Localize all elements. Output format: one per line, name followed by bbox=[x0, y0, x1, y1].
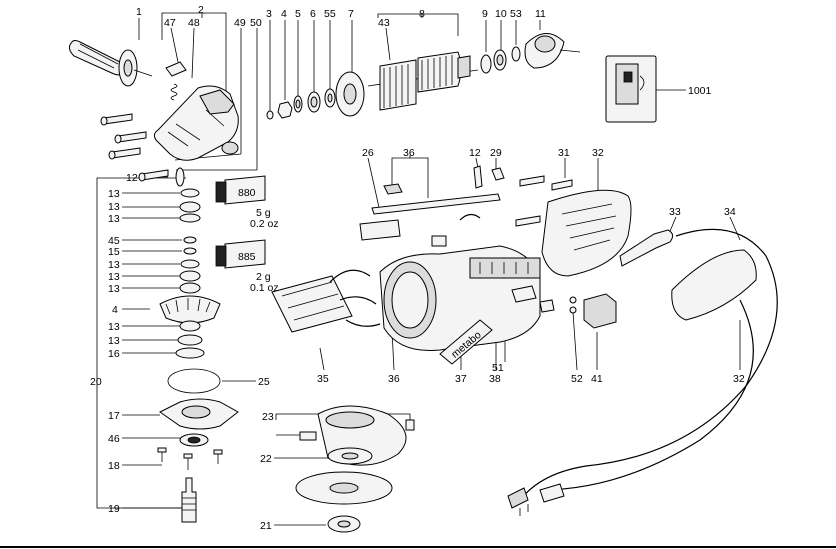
grease-tube-885-amount-g: 2 g bbox=[256, 271, 271, 283]
label-49: 49 bbox=[234, 17, 246, 29]
label-19: 19 bbox=[108, 503, 120, 515]
lock-plate bbox=[165, 61, 187, 101]
label-55: 55 bbox=[324, 8, 336, 20]
label-13-h: 13 bbox=[108, 335, 120, 347]
gear-stack bbox=[159, 167, 221, 394]
label-1001: 1001 bbox=[688, 85, 712, 97]
label-13-b: 13 bbox=[108, 201, 120, 213]
label-12-mid: 12 bbox=[469, 147, 481, 159]
guard-and-disc bbox=[295, 405, 415, 533]
label-38: 38 bbox=[489, 373, 501, 385]
label-53: 53 bbox=[510, 8, 522, 20]
brand-plate bbox=[439, 319, 493, 365]
label-18: 18 bbox=[108, 460, 120, 472]
rear-cover bbox=[541, 189, 632, 277]
label-6: 6 bbox=[310, 8, 316, 20]
label-36-bottom: 36 bbox=[388, 373, 400, 385]
label-4: 4 bbox=[281, 8, 287, 20]
label-17: 17 bbox=[108, 410, 120, 422]
bearing-parts-row bbox=[266, 71, 365, 120]
label-13-d: 13 bbox=[108, 259, 120, 271]
label-4-bevel: 4 bbox=[112, 304, 118, 316]
grease-tube-885-label: 885 bbox=[238, 251, 256, 263]
motor-housing bbox=[379, 245, 541, 352]
electrical-parts bbox=[511, 285, 617, 329]
label-32-top: 32 bbox=[592, 147, 604, 159]
armature bbox=[367, 33, 581, 111]
carbon-brush-inset bbox=[605, 55, 657, 123]
label-22: 22 bbox=[260, 453, 272, 465]
label-34: 34 bbox=[724, 206, 736, 218]
label-41: 41 bbox=[591, 373, 603, 385]
part-number-labels: 1 2 47 48 49 50 3 4 5 6 55 7 8 43 9 10 5… bbox=[90, 4, 745, 532]
cable-and-cover bbox=[507, 228, 778, 516]
label-31: 31 bbox=[558, 147, 570, 159]
field-winding bbox=[271, 269, 381, 333]
label-13-e: 13 bbox=[108, 271, 120, 283]
grease-tube-880 bbox=[215, 175, 266, 205]
label-15: 15 bbox=[108, 246, 120, 258]
label-7: 7 bbox=[348, 8, 354, 20]
label-11: 11 bbox=[535, 8, 546, 20]
flange-and-spindle bbox=[157, 398, 239, 523]
label-1: 1 bbox=[136, 6, 142, 18]
label-25: 25 bbox=[258, 376, 270, 388]
label-32-bottom: 32 bbox=[733, 373, 745, 385]
housing-screws bbox=[100, 113, 169, 182]
label-13-g: 13 bbox=[108, 321, 120, 333]
grease-tube-880-amount-g: 5 g bbox=[256, 207, 271, 219]
leader-lines bbox=[96, 12, 741, 526]
label-29: 29 bbox=[490, 147, 502, 159]
label-52: 52 bbox=[571, 373, 583, 385]
grease-tube-885-amount-oz: 0.1 oz bbox=[250, 282, 279, 294]
label-36-top: 36 bbox=[403, 147, 415, 159]
label-5: 5 bbox=[295, 8, 301, 20]
label-51: 51 bbox=[492, 362, 504, 374]
label-20: 20 bbox=[90, 376, 102, 388]
grease-labels: 880 5 g 0.2 oz 885 2 g 0.1 oz bbox=[238, 187, 279, 294]
label-35: 35 bbox=[317, 373, 329, 385]
label-10: 10 bbox=[495, 8, 507, 20]
gear-housing bbox=[153, 85, 239, 161]
label-21: 21 bbox=[260, 520, 272, 532]
label-45: 45 bbox=[108, 235, 120, 247]
grease-tube-885 bbox=[215, 239, 266, 269]
label-46: 46 bbox=[108, 433, 120, 445]
label-43: 43 bbox=[378, 17, 390, 29]
label-12-left: 12 bbox=[126, 172, 138, 184]
side-handle bbox=[68, 40, 153, 87]
label-48: 48 bbox=[188, 17, 200, 29]
label-13-f: 13 bbox=[108, 283, 120, 295]
label-47: 47 bbox=[164, 17, 176, 29]
label-13-a: 13 bbox=[108, 188, 120, 200]
label-13-c: 13 bbox=[108, 213, 120, 225]
label-33: 33 bbox=[669, 206, 681, 218]
grease-tube-880-label: 880 bbox=[238, 187, 256, 199]
switch-parts bbox=[359, 165, 505, 247]
label-37: 37 bbox=[455, 373, 467, 385]
label-8: 8 bbox=[419, 8, 425, 20]
label-9: 9 bbox=[482, 8, 488, 20]
grease-tube-880-amount-oz: 0.2 oz bbox=[250, 218, 279, 230]
label-3: 3 bbox=[266, 8, 272, 20]
cover-screws bbox=[515, 175, 573, 227]
label-23: 23 bbox=[262, 411, 274, 423]
label-50: 50 bbox=[250, 17, 262, 29]
label-16: 16 bbox=[108, 348, 120, 360]
label-2: 2 bbox=[198, 4, 204, 16]
label-26: 26 bbox=[362, 147, 374, 159]
